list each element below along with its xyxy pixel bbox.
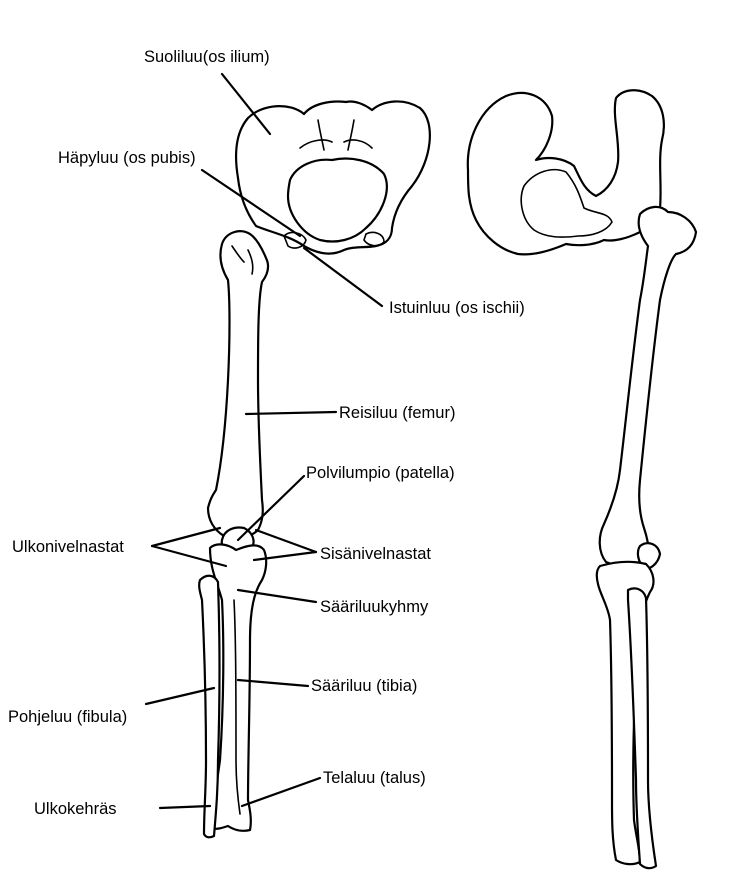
leader-fibula <box>144 686 216 706</box>
leader-pubis <box>200 168 302 238</box>
leader-ischii <box>302 246 384 308</box>
leader-lines <box>144 72 384 810</box>
leader-tuberosity <box>236 588 318 604</box>
side-view <box>466 89 698 870</box>
leader-femur <box>244 410 338 416</box>
obturator-right <box>363 231 385 247</box>
leader-ilium <box>220 72 272 136</box>
label-lateral-malleolus: Ulkokehräs <box>34 800 117 818</box>
label-ilium: Suoliluu(os ilium) <box>144 48 270 66</box>
sacrum-lines <box>299 119 373 151</box>
label-tibia: Sääriluu (tibia) <box>311 677 417 695</box>
leader-lateral-condyle-2 <box>150 544 228 568</box>
leader-tibia <box>236 678 310 688</box>
tibia-crest <box>233 599 241 815</box>
label-ischii: Istuinluu (os ischii) <box>389 299 525 317</box>
femur-front <box>206 230 270 540</box>
pelvic-inlet <box>286 157 388 243</box>
femur-head-detail <box>231 245 254 275</box>
front-view <box>198 100 431 839</box>
tibia-front <box>208 543 268 832</box>
leader-malleolus <box>158 804 212 810</box>
leader-medial-condyle-2 <box>252 550 318 562</box>
leader-patella <box>236 474 306 542</box>
label-patella: Polvilumpio (patella) <box>306 464 455 482</box>
leader-talus <box>240 776 322 808</box>
label-talus: Telaluu (talus) <box>323 769 426 787</box>
femur-outline <box>206 230 270 540</box>
label-fibula: Pohjeluu (fibula) <box>8 708 127 726</box>
label-femur: Reisiluu (femur) <box>339 404 455 422</box>
leader-medial-condyle-1 <box>254 528 318 554</box>
fibula-front <box>198 574 221 839</box>
pelvis-front <box>235 100 431 255</box>
acetabulum-side <box>520 168 613 238</box>
tibia-outline <box>208 543 268 832</box>
leader-lateral-condyle-1 <box>150 526 222 548</box>
label-medial-condyles: Sisänivelnastat <box>320 545 431 563</box>
label-lateral-condyles: Ulkonivelnastat <box>12 538 124 556</box>
label-pubis: Häpyluu (os pubis) <box>58 149 196 167</box>
obturator-left <box>283 231 307 249</box>
femur-side <box>598 205 698 568</box>
labels: Suoliluu(os ilium) Häpyluu (os pubis) Is… <box>8 48 525 818</box>
label-tibial-tuberosity: Sääriluukyhmy <box>320 598 429 616</box>
fibula-side <box>626 587 658 870</box>
patella-side <box>636 542 662 570</box>
